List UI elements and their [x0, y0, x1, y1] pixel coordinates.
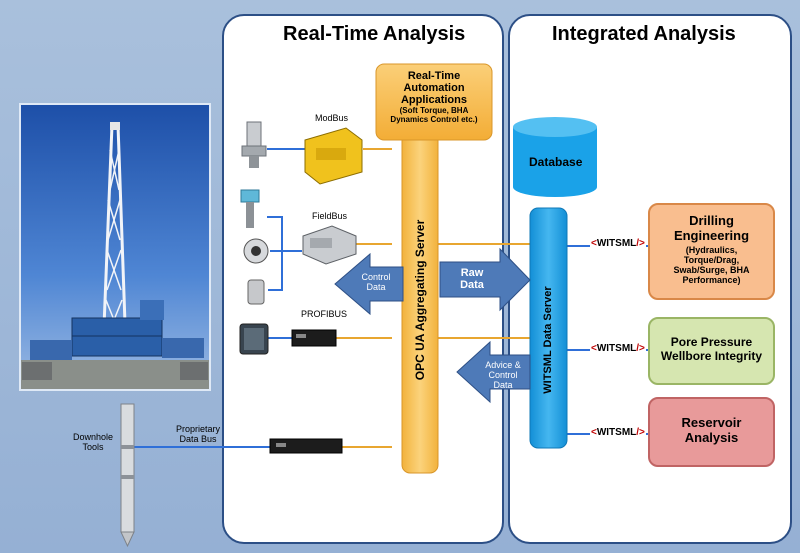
database-label: Database — [529, 155, 583, 169]
reservoir-analysis-box: Reservoir Analysis — [648, 397, 775, 467]
drilling-sub-1: (Hydraulics, — [685, 245, 738, 255]
automation-line-1: Real-Time — [407, 70, 461, 82]
drilling-sub-4: Performance) — [682, 275, 741, 285]
proprietary-label: Proprietary Data Bus — [168, 424, 228, 444]
witsml-tag-open: < — [591, 238, 597, 249]
downhole-line-1: Downhole — [72, 432, 114, 442]
opc-server-label: OPC UA Aggregating Server — [413, 219, 427, 381]
drilling-title-2: Engineering — [673, 228, 750, 243]
raw-data-line-2: Data — [460, 279, 484, 291]
witsml-tag-drilling: <WITSML/> — [590, 238, 646, 249]
advice-control-label: Advice & Control Data — [478, 360, 528, 390]
witsml-tag-close: /> — [636, 343, 645, 354]
drilling-sub-3: Swab/Surge, BHA — [673, 265, 750, 275]
drilling-title-1: Drilling — [689, 213, 734, 228]
proprietary-line-2: Data Bus — [179, 434, 217, 444]
modbus-label: ModBus — [315, 113, 349, 123]
raw-data-line-1: Raw — [460, 267, 484, 279]
pore-line-1: Pore Pressure — [670, 335, 753, 349]
witsml-tag-reservoir: <WITSML/> — [590, 427, 646, 438]
control-data-label: Control Data — [356, 272, 396, 292]
witsml-tag-open: < — [591, 427, 597, 438]
raw-data-label: Raw Data — [450, 267, 494, 291]
drilling-sub-2: Torque/Drag, — [683, 255, 740, 265]
witsml-tag-text: WITSML — [596, 343, 637, 354]
control-data-line-2: Data — [366, 282, 386, 292]
automation-line-5: Dynamics Control etc.) — [390, 115, 478, 124]
fieldbus-label: FieldBus — [312, 211, 348, 221]
pore-line-2: Wellbore Integrity — [660, 349, 763, 363]
advice-line-2: Control — [488, 370, 518, 380]
downhole-line-2: Tools — [82, 442, 104, 452]
witsml-tag-text: WITSML — [596, 238, 637, 249]
downhole-tool-icon — [120, 403, 135, 548]
advice-line-3: Data — [493, 380, 513, 390]
proprietary-line-1: Proprietary — [175, 424, 220, 434]
witsml-tag-close: /> — [636, 427, 645, 438]
witsml-tag-close: /> — [636, 238, 645, 249]
advice-line-1: Advice & — [485, 360, 521, 370]
control-data-line-1: Control — [361, 272, 391, 282]
automation-line-4: (Soft Torque, BHA — [399, 106, 469, 115]
pore-pressure-box: Pore Pressure Wellbore Integrity — [648, 317, 775, 385]
witsml-tag-open: < — [591, 343, 597, 354]
realtime-analysis-title: Real-Time Analysis — [283, 23, 466, 45]
witsml-server-label: WITSML Data Server — [542, 286, 554, 394]
drilling-engineering-box: Drilling Engineering (Hydraulics, Torque… — [648, 203, 775, 300]
automation-text: Real-Time Automation Applications (Soft … — [376, 70, 492, 124]
reservoir-line-2: Analysis — [684, 430, 739, 445]
witsml-tag-pore: <WITSML/> — [590, 343, 646, 354]
reservoir-line-1: Reservoir — [681, 415, 742, 430]
automation-line-3: Applications — [400, 94, 467, 106]
profibus-label: PROFIBUS — [301, 309, 348, 319]
integrated-analysis-title: Integrated Analysis — [552, 23, 736, 45]
automation-line-2: Automation — [403, 82, 465, 94]
downhole-tools-label: Downhole Tools — [70, 432, 116, 452]
witsml-tag-text: WITSML — [596, 427, 637, 438]
